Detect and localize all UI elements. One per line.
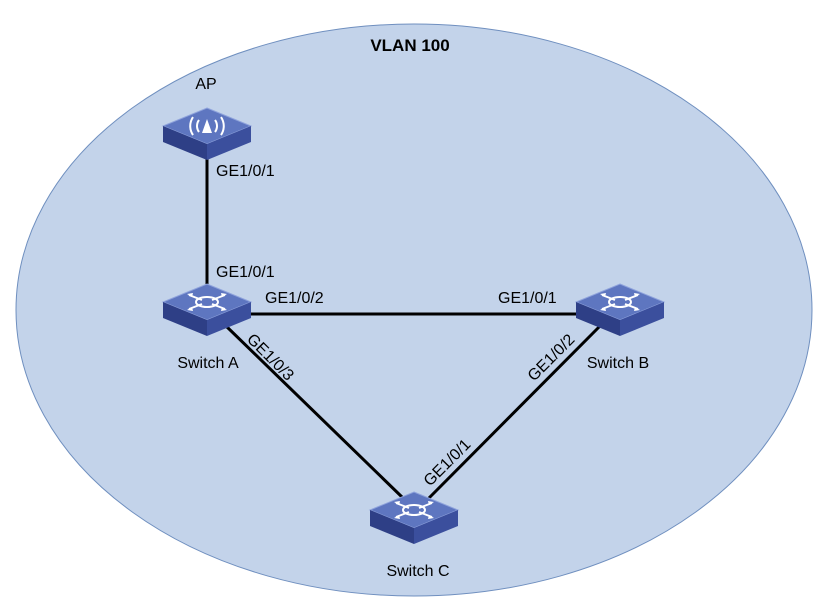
vlan-area (15, 23, 813, 597)
switch-b-label: Switch B (587, 355, 649, 372)
port-ap-ge1-0-1: GE1/0/1 (216, 163, 275, 180)
link-switch-b-switch-c (425, 320, 606, 502)
port-switch-b-ge1-0-1: GE1/0/1 (498, 290, 557, 307)
switch-c-label: Switch C (386, 563, 449, 580)
ap-device: AP (162, 76, 252, 161)
vlan-label: VLAN 100 (370, 36, 449, 55)
switch-a-device: Switch A (162, 283, 252, 372)
ap-label: AP (195, 76, 216, 93)
port-switch-a-ge1-0-2: GE1/0/2 (265, 290, 324, 307)
switch-b-device: Switch B (575, 283, 665, 372)
switch-c-device: Switch C (369, 491, 459, 580)
port-switch-a-ge1-0-1: GE1/0/1 (216, 264, 275, 281)
link-switch-a-switch-c (224, 324, 405, 500)
switch-a-label: Switch A (177, 355, 239, 372)
